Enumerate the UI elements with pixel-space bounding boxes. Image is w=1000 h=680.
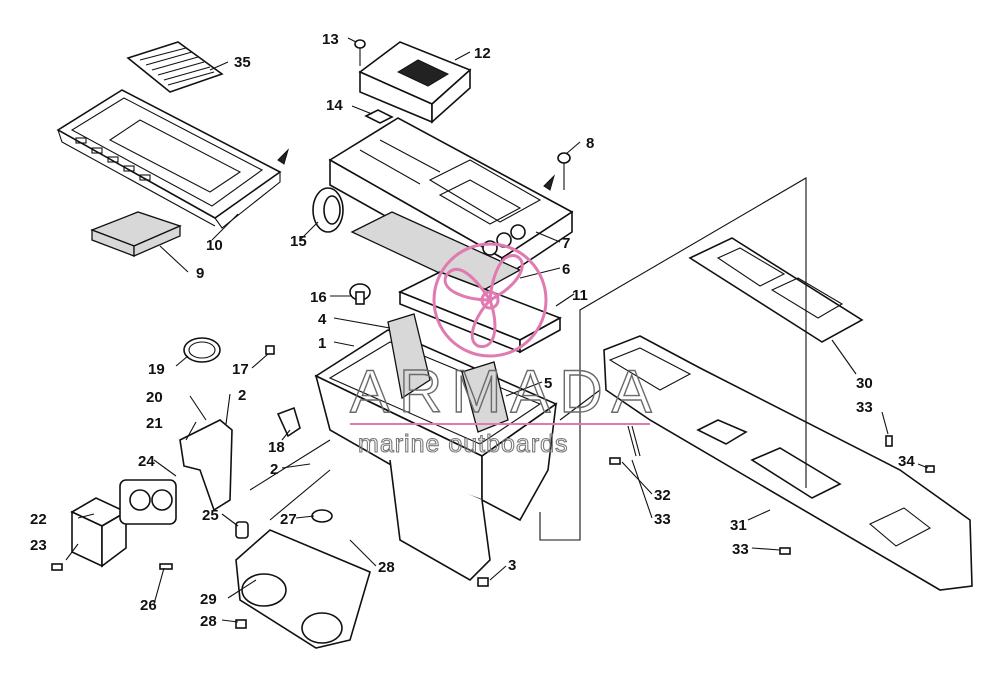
part-11-filter-element bbox=[398, 271, 562, 354]
callout-25: 25 bbox=[202, 507, 219, 524]
part-33-screw-a bbox=[609, 457, 621, 465]
part-19-clamp bbox=[183, 337, 221, 363]
part-29-intake-duct bbox=[235, 529, 371, 649]
callout-23: 23 bbox=[30, 537, 47, 554]
part-20-bracket bbox=[179, 419, 233, 512]
callout-18: 18 bbox=[268, 439, 285, 456]
part-9-foam-filter bbox=[90, 211, 182, 257]
callout-31: 31 bbox=[730, 517, 747, 534]
callout-12: 12 bbox=[474, 45, 491, 62]
callout-29: 29 bbox=[200, 591, 217, 608]
callout-8: 8 bbox=[586, 135, 594, 152]
callout-21: 21 bbox=[146, 415, 163, 432]
callout-30: 30 bbox=[856, 375, 873, 392]
part-5-foam-insert bbox=[461, 361, 509, 433]
part-33-screw-b bbox=[885, 435, 893, 447]
part-35-filter-mesh bbox=[126, 41, 224, 93]
callout-22: 22 bbox=[30, 511, 47, 528]
part-14-pad bbox=[364, 109, 394, 124]
part-34-screw bbox=[925, 465, 935, 473]
part-27-fitting bbox=[311, 509, 333, 523]
callout-17: 17 bbox=[232, 361, 249, 378]
part-32-pin bbox=[627, 425, 641, 457]
callout-5: 5 bbox=[544, 375, 552, 392]
part-4-foam-insert bbox=[387, 313, 431, 400]
part-25-spacer bbox=[235, 521, 249, 539]
part-22-housing-box bbox=[70, 497, 128, 568]
callout-32: 32 bbox=[654, 487, 671, 504]
callout-26: 26 bbox=[140, 597, 157, 614]
part-3-nut bbox=[477, 577, 489, 587]
callout-19: 19 bbox=[148, 361, 165, 378]
callout-11: 11 bbox=[572, 287, 588, 304]
watermark-tagline: marine outboards bbox=[358, 430, 569, 458]
callout-9: 9 bbox=[196, 265, 204, 282]
callout-28: 28 bbox=[378, 559, 395, 576]
callout-2: 2 bbox=[238, 387, 246, 404]
part-13-screw bbox=[354, 39, 366, 66]
callout-4: 4 bbox=[318, 311, 327, 328]
part-28-cap bbox=[235, 619, 247, 629]
part-26-screw bbox=[159, 563, 173, 570]
callout-7: 7 bbox=[562, 235, 570, 252]
callout-1: 1 bbox=[318, 335, 326, 352]
callout-35: 35 bbox=[234, 54, 251, 71]
watermark-logo bbox=[432, 242, 548, 358]
part-18-clip bbox=[276, 406, 301, 438]
callout-33: 33 bbox=[654, 511, 671, 528]
callout-33c: 33 bbox=[732, 541, 749, 558]
part-31-console bbox=[603, 335, 973, 591]
callout-14: 14 bbox=[326, 97, 343, 114]
callout-3: 3 bbox=[508, 557, 516, 574]
part-33-screw-c bbox=[779, 547, 791, 555]
callout-27: 27 bbox=[280, 511, 297, 528]
callout-16: 16 bbox=[310, 289, 327, 306]
callout-20: 20 bbox=[146, 389, 163, 406]
leader-lines bbox=[65, 37, 929, 623]
part-17-bolt bbox=[265, 345, 275, 355]
part-12-control-module bbox=[358, 41, 472, 124]
part-10-intake-cover bbox=[56, 89, 282, 229]
part-23-screw bbox=[51, 563, 63, 571]
arrow-icon bbox=[543, 174, 556, 191]
callout-10: 10 bbox=[206, 237, 223, 254]
watermark-brand: ARMADA bbox=[350, 358, 661, 425]
callout-33b: 33 bbox=[856, 399, 873, 416]
part-24-valve-assembly bbox=[119, 479, 177, 525]
part-8-screw bbox=[557, 152, 571, 190]
part-30-gasket bbox=[688, 237, 864, 343]
callout-24: 24 bbox=[138, 453, 155, 470]
part-16-fastener bbox=[349, 283, 371, 305]
part-15-grommet bbox=[312, 187, 344, 233]
callout-13: 13 bbox=[322, 31, 339, 48]
callout-labels: 35 12 13 14 8 15 7 6 11 10 9 16 4 1 5 17… bbox=[30, 31, 915, 630]
callout-34: 34 bbox=[898, 453, 915, 470]
callout-28b: 28 bbox=[200, 613, 217, 630]
callout-6: 6 bbox=[562, 261, 570, 278]
arrow-icon bbox=[277, 148, 290, 165]
callout-2b: 2 bbox=[270, 461, 278, 478]
callout-15: 15 bbox=[290, 233, 307, 250]
